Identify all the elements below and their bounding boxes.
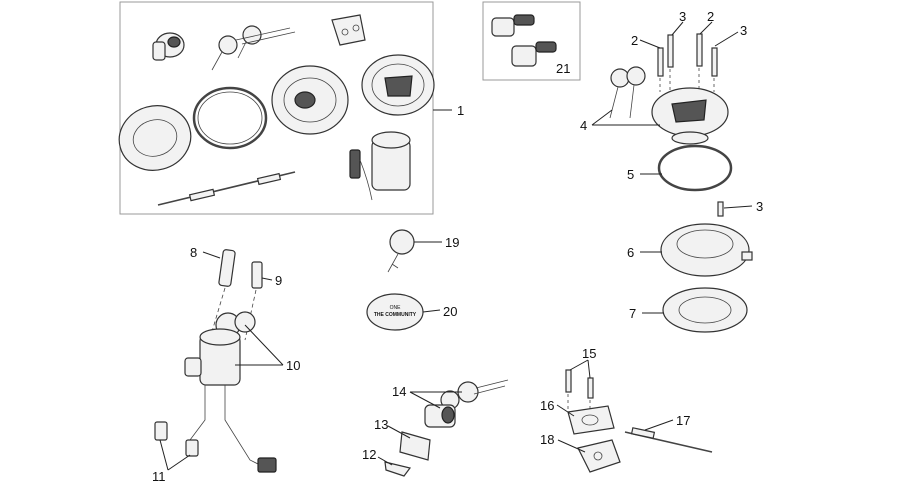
cable-17 (624, 427, 713, 453)
kit-gasket-plate (118, 105, 192, 171)
callout-18: 18 (540, 432, 554, 447)
callout-4: 4 (580, 118, 587, 133)
callout-3-top-right: 3 (740, 23, 747, 38)
kit-box-1 (119, 1, 434, 215)
o-ring-seal (657, 144, 733, 192)
badge-20: ONE THE COMMUNITY (366, 293, 424, 331)
callout-2-left: 2 (631, 33, 638, 48)
cap-keys (609, 66, 646, 119)
callout-10: 10 (286, 358, 300, 373)
kit21-lock-cylinder-a (491, 14, 535, 37)
key-19 (387, 229, 415, 273)
badge-line-1: ONE (390, 305, 402, 311)
kit-keys-pair (211, 25, 296, 71)
callout-17: 17 (676, 413, 690, 428)
bracket-13 (399, 431, 431, 461)
callout-3-side: 3 (756, 199, 763, 214)
clip-12 (384, 461, 412, 477)
kit-small-lock-cylinder (152, 32, 185, 61)
kit21-lock-cylinder-b (511, 41, 557, 67)
screws-15 (565, 369, 594, 410)
mounting-plate (662, 287, 748, 333)
callout-21: 21 (556, 61, 570, 76)
kit-o-ring (192, 86, 268, 150)
kit-ignition-switch (349, 131, 411, 201)
bolt-9 (251, 261, 263, 289)
callout-15: 15 (582, 346, 596, 361)
screw-side (717, 201, 724, 217)
kit-filler-cap (361, 54, 435, 116)
plate-16 (567, 405, 615, 435)
callout-20: 20 (443, 304, 457, 319)
badge-line-2: THE COMMUNITY (374, 312, 417, 318)
callout-8: 8 (190, 245, 197, 260)
callout-12: 12 (362, 447, 376, 462)
kit-filler-base (271, 65, 349, 135)
connectors-11 (154, 421, 277, 473)
kit-box-21 (482, 1, 581, 81)
callout-13: 13 (374, 417, 388, 432)
callout-19: 19 (445, 235, 459, 250)
callout-16: 16 (540, 398, 554, 413)
callout-11: 11 (152, 469, 166, 484)
leader-lines (159, 21, 753, 471)
callout-6: 6 (627, 245, 634, 260)
callout-9: 9 (275, 273, 282, 288)
latch-18 (577, 439, 621, 473)
screws-top (657, 33, 718, 92)
callout-14: 14 (392, 384, 406, 399)
kit-latch-bracket (331, 14, 366, 46)
callout-3-top-left: 3 (679, 9, 686, 24)
kit-release-cable (157, 171, 296, 206)
callout-2-right: 2 (707, 9, 714, 24)
pin-8 (218, 249, 236, 287)
filler-cap (651, 87, 729, 145)
callout-5: 5 (627, 167, 634, 182)
callout-1: 1 (457, 103, 464, 118)
callout-7: 7 (629, 306, 636, 321)
lock-cylinder-14 (424, 404, 456, 428)
filler-base (660, 223, 753, 277)
